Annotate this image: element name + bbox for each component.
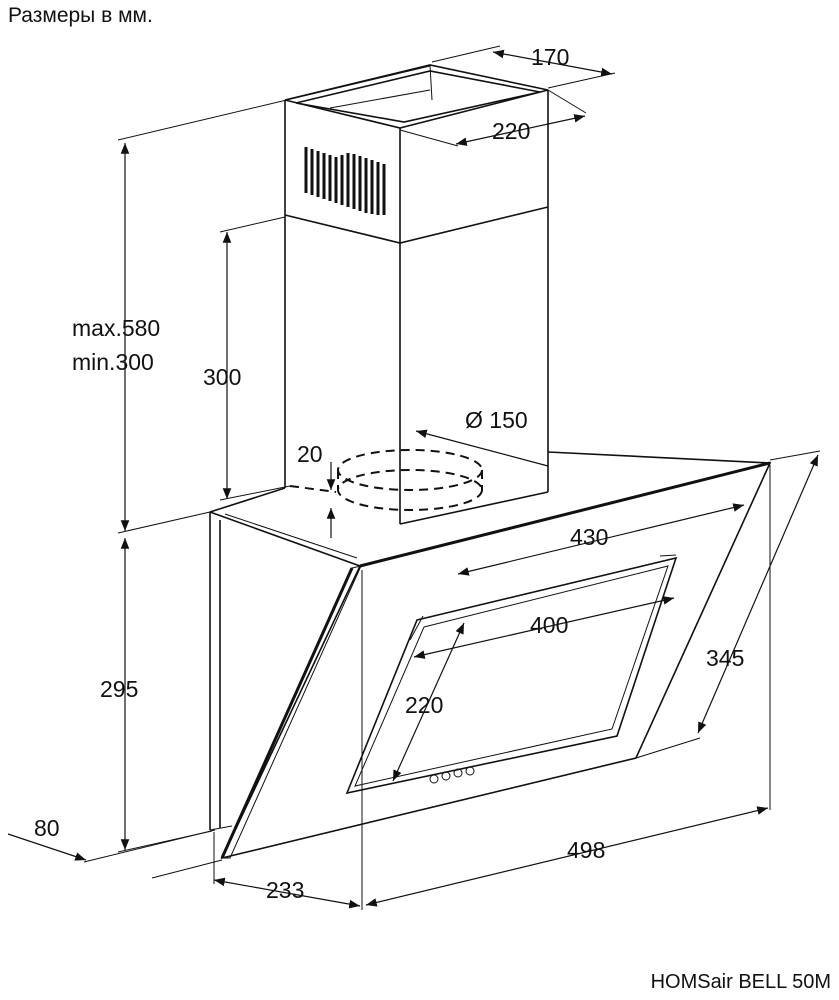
dim-window-width: 400 (530, 612, 568, 638)
dimension-lines (7, 45, 821, 910)
control-window (345, 554, 678, 795)
dim-side-length: 345 (706, 645, 744, 671)
dim-duct-offset: 20 (297, 441, 323, 467)
hood-body (209, 451, 771, 831)
dim-height-min: min.300 (72, 349, 154, 375)
units-note: Размеры в мм. (8, 4, 153, 27)
chimney-lower (284, 207, 549, 525)
vent-slots (304, 147, 386, 215)
dim-total-depth: 498 (567, 837, 605, 863)
dim-front-depth: 80 (34, 815, 60, 841)
glass-panel (220, 461, 772, 860)
dim-glass-width: 430 (570, 524, 608, 550)
dim-height-max: max.580 (72, 315, 160, 341)
dim-window-height: 220 (405, 692, 443, 718)
dim-body-height: 295 (100, 676, 138, 702)
dimension-labels: 170 220 max.580 min.300 300 20 Ø 150 430… (34, 44, 744, 903)
dim-chimney-lower: 300 (203, 364, 241, 390)
dim-bottom-depth: 233 (266, 877, 304, 903)
dim-chimney-depth: 170 (531, 44, 569, 70)
dim-chimney-width: 220 (492, 118, 530, 144)
duct-ring (289, 449, 483, 511)
dim-duct-diameter: Ø 150 (465, 407, 528, 433)
model-name: HOMSair BELL 50M (650, 971, 831, 993)
